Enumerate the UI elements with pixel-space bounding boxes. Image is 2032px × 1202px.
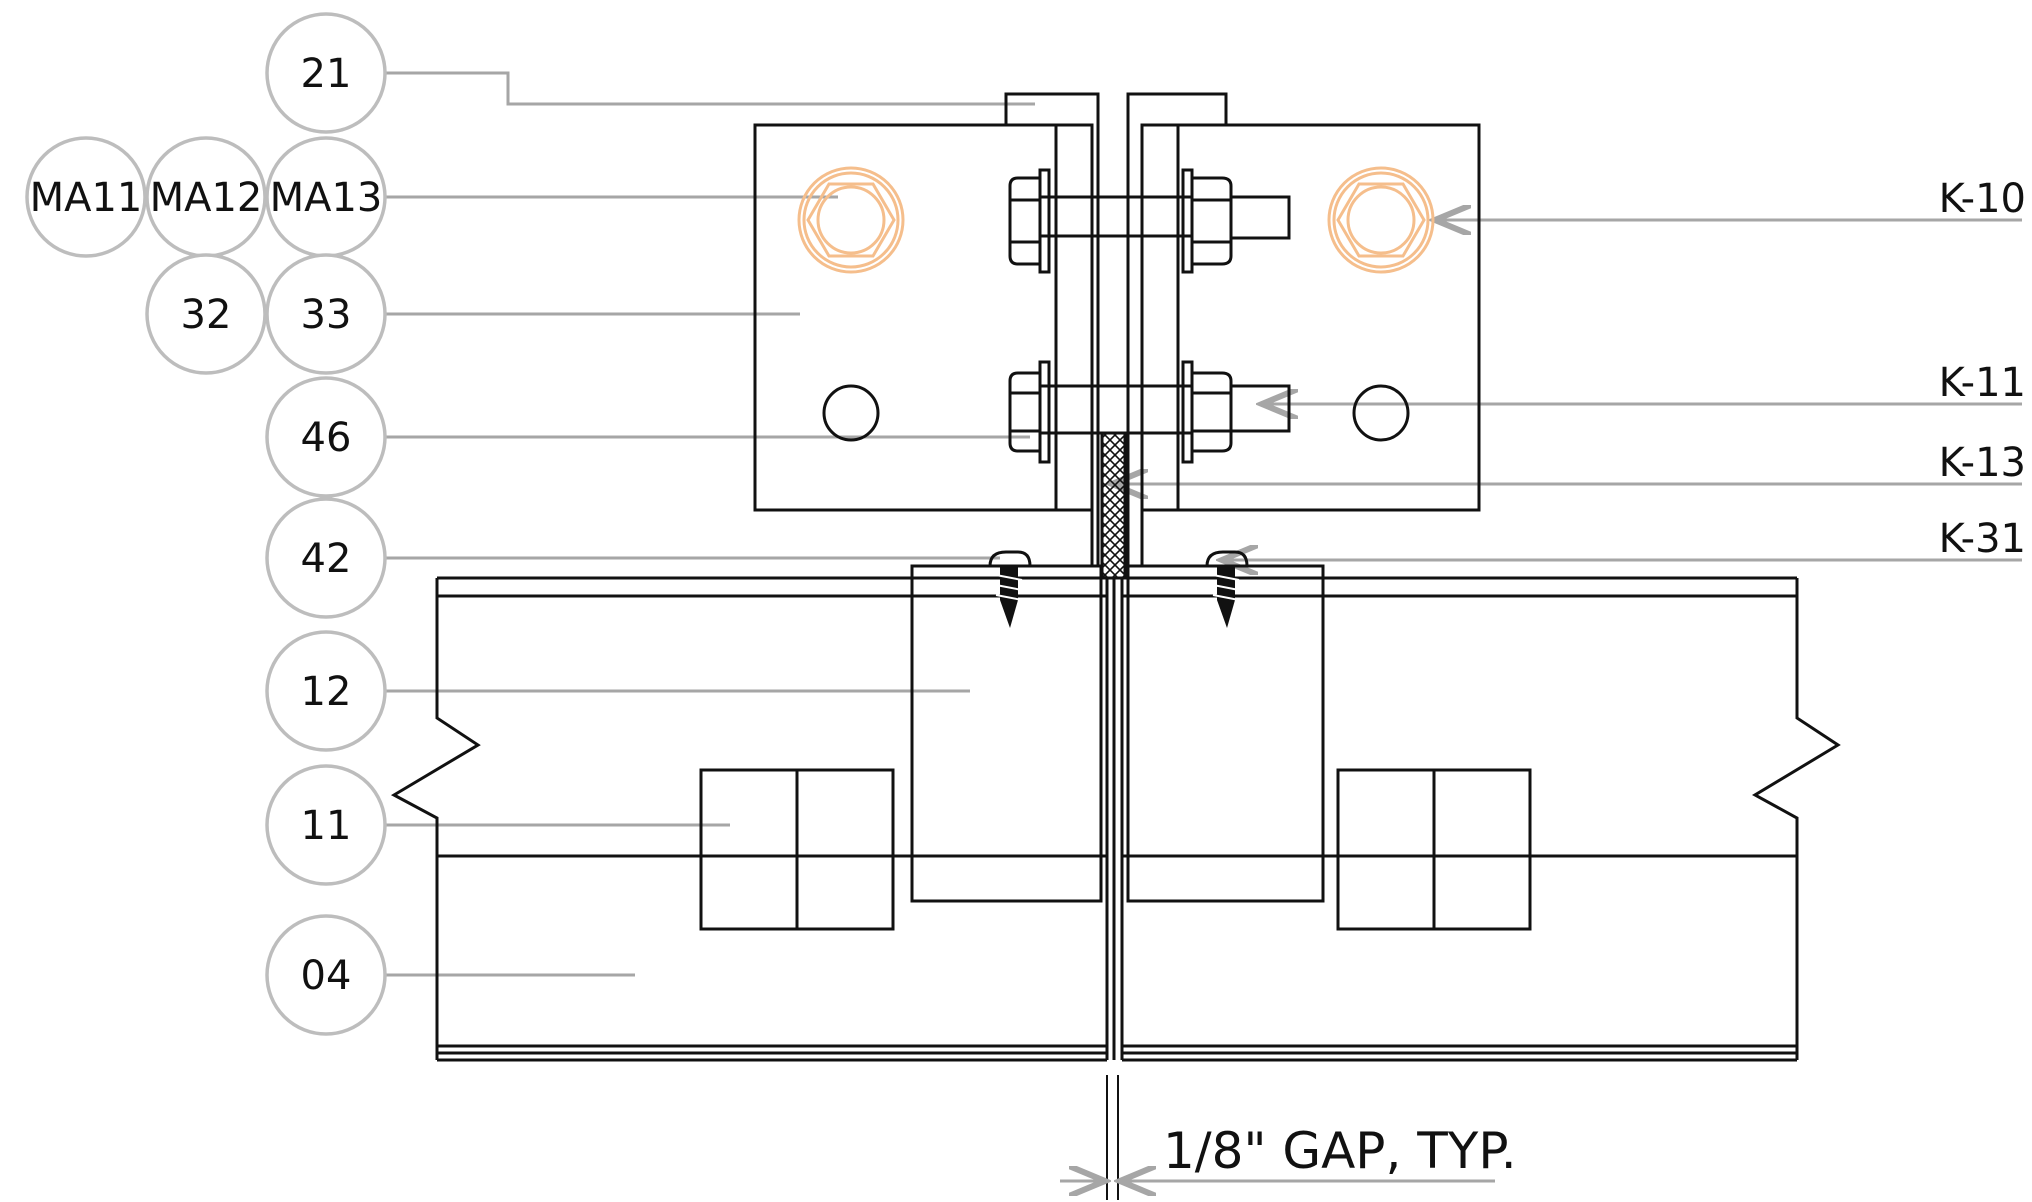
svg-text:12: 12 bbox=[301, 669, 352, 715]
svg-text:33: 33 bbox=[301, 292, 352, 338]
svg-text:MA13: MA13 bbox=[270, 175, 383, 221]
filler-strip bbox=[1100, 431, 1127, 580]
screw-right bbox=[1205, 550, 1249, 628]
left-plate bbox=[753, 92, 1100, 568]
leader-21 bbox=[385, 71, 1035, 106]
callout-11: 11 bbox=[265, 764, 387, 886]
hole-right bbox=[1352, 384, 1410, 442]
svg-text:21: 21 bbox=[301, 51, 352, 97]
right-plate bbox=[1126, 92, 1481, 568]
svg-text:46: 46 bbox=[301, 415, 352, 461]
leader-lines bbox=[385, 71, 2022, 977]
label-k10: K-10 bbox=[1939, 176, 2026, 222]
callout-04: 04 bbox=[265, 914, 387, 1036]
callout-ma11: MA11 bbox=[25, 136, 147, 258]
svg-text:MA11: MA11 bbox=[30, 175, 143, 221]
label-k11: K-11 bbox=[1939, 360, 2026, 406]
break-line-right bbox=[1751, 578, 1841, 1060]
callout-42: 42 bbox=[265, 497, 387, 619]
through-bolt-upper bbox=[1008, 168, 1291, 274]
svg-text:MA12: MA12 bbox=[150, 175, 263, 221]
callout-ma13: MA13 bbox=[265, 136, 387, 258]
callout-32: 32 bbox=[145, 253, 267, 375]
screw-left bbox=[988, 550, 1032, 628]
hole-left bbox=[822, 384, 880, 442]
gap-note: 1/8" GAP, TYP. bbox=[1163, 1122, 1517, 1180]
left-beam bbox=[390, 576, 1116, 1062]
svg-text:32: 32 bbox=[181, 292, 232, 338]
callout-12: 12 bbox=[265, 630, 387, 752]
highlighted-bolt-right bbox=[1327, 166, 1435, 274]
right-beam bbox=[1120, 576, 1841, 1062]
gap-dimension: 1/8" GAP, TYP. bbox=[1060, 1075, 1517, 1200]
callout-33: 33 bbox=[265, 253, 387, 375]
highlighted-bolt-left bbox=[797, 166, 905, 274]
svg-text:11: 11 bbox=[301, 803, 352, 849]
label-k31: K-31 bbox=[1939, 516, 2026, 562]
callout-46: 46 bbox=[265, 376, 387, 498]
tube-left bbox=[699, 768, 895, 931]
label-k13: K-13 bbox=[1939, 440, 2026, 486]
callout-ma12: MA12 bbox=[145, 136, 267, 258]
callout-21: 21 bbox=[265, 12, 387, 134]
svg-text:04: 04 bbox=[301, 953, 352, 999]
through-bolt-lower bbox=[1008, 360, 1291, 464]
tube-right bbox=[1336, 768, 1532, 931]
break-line-left bbox=[390, 578, 481, 1060]
svg-text:42: 42 bbox=[301, 536, 352, 582]
